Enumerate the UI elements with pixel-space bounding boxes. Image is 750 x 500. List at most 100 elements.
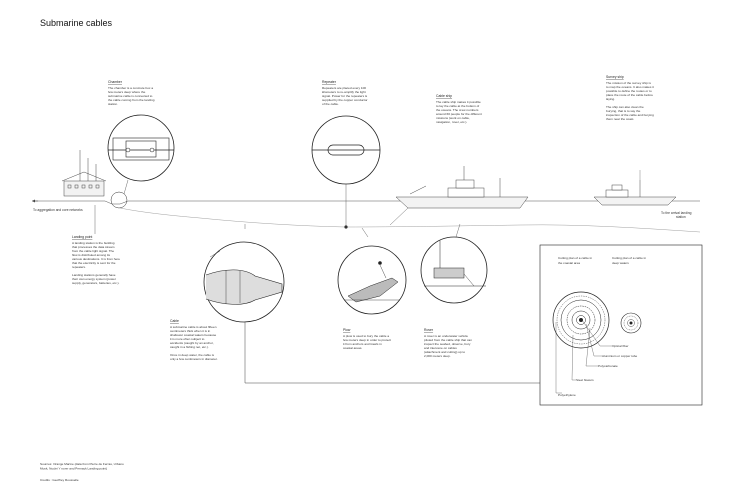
chamber-title: Chamber [108, 80, 123, 84]
cable-text-line: A submarine cable is about fifteen [170, 325, 217, 329]
coastal-section-title-1: Cutting plan of a cable in [558, 256, 592, 260]
rover-text-line: A rover is an underwater vehicle [424, 334, 468, 338]
survey-ship [593, 170, 677, 206]
footer-sources-1: Sources: Orange Marine (data from Pierre… [40, 462, 124, 466]
cable-text-line: only a few centimeters in diameter. [170, 357, 218, 361]
survey-ship-text-line: The ship can also clean the [606, 105, 644, 109]
chamber-text-line: the cable coming from the landing [108, 98, 155, 102]
chamber-text-line: station. [108, 102, 118, 106]
cable-text-line: accidents (caught by an anchor, [170, 341, 214, 345]
cable-ship [389, 166, 529, 226]
cable-title: Cable [170, 319, 179, 323]
cable-ship-text-line: to lay the cable at the bottom of [436, 104, 479, 108]
layer-aluminium-copper-tube: Aluminium or copper tube [602, 354, 638, 358]
rover-text-line: piloted from the cable ship that can [424, 338, 472, 342]
plow-title: Plow [343, 328, 351, 332]
coastal-cable-section [552, 291, 610, 349]
cable-ship-text-line: around 60 people for the different [436, 112, 482, 116]
survey-ship-text-line: inspection of the cable and burying [606, 113, 654, 117]
survey-ship-title: Survey ship [606, 75, 624, 79]
cable-ship-text-line: the oceans. The crew numbers [436, 108, 479, 112]
landing-point-title: Landing point [72, 235, 92, 239]
survey-ship-text-line: possible to define the routes or to [606, 89, 652, 93]
landing-point-annotation: Landing point A landing station is the bu… [72, 235, 120, 285]
landing-point-text-line: that the electricity is sent for the [72, 261, 116, 265]
plow-annotation: Plow A plow is used to bury the cable afe… [343, 328, 391, 350]
landing-point-text-line: their own energy system (power [72, 277, 116, 281]
landing-point-text-line: Landing stations generally have [72, 273, 116, 277]
deep-section-title-2: deep waters [612, 261, 629, 265]
rover-detail [420, 223, 488, 304]
layer-optical-fiber: Optical fiber [612, 344, 629, 348]
layer-leaders [555, 319, 612, 394]
sea-surface [35, 200, 701, 233]
survey-ship-text-line: burying, that is to say the [606, 109, 641, 113]
next-landing-label-2: station [676, 215, 686, 219]
landing-point-text-line: supply, generators, batteries, etc.). [72, 281, 120, 285]
chamber-text-line: submarine cable is connected to [108, 94, 153, 98]
repeater-detail [311, 115, 381, 229]
cable-text-line: caught in a fishing net, etc.). [170, 345, 209, 349]
survey-ship-text-line: laying. [606, 97, 615, 101]
next-landing: To the arrival landing station [661, 211, 692, 219]
chamber-leader [123, 179, 129, 195]
cable-text-line: centimeters thick when it is in [170, 329, 211, 333]
deep-section-title-1: Cutting plan of a cable in [612, 256, 646, 260]
survey-ship-text-line: The mission of the survey ship is [606, 81, 651, 85]
landing-point-text-line: repeaters. [72, 265, 86, 269]
plow-text-line: coastal areas. [343, 346, 362, 350]
cable-text-line: Once in deep water, the cable is [170, 353, 214, 357]
landing-point-text-line: A landing station is the building [72, 241, 115, 245]
landing-point-text-line: that processes the data stream [72, 245, 115, 249]
repeater-text-line: Repeaters are placed every 100 [322, 86, 366, 90]
plow-detail [337, 227, 407, 315]
cable-ship-text-line: navigation, rover, etc.). [436, 120, 467, 124]
chamber-text-line: The chamber is a concrete box a [108, 86, 153, 90]
layer-polyethylene: Polyethylene [558, 393, 576, 397]
landing-point-text-line: flow is distributed among its [72, 253, 110, 257]
repeater-text-line: of the cable. [322, 102, 339, 106]
cross-section-panel: Cutting plan of a cable in the coastal a… [539, 244, 703, 406]
repeater-text-line: signal. Power for the repeaters is [322, 94, 368, 98]
plow-text-line: A plow is used to bury the cable a [343, 334, 389, 338]
layer-polycarbonate: Polycarbonate [598, 364, 618, 368]
plow-text-line: few meters deep in order to protect [343, 338, 391, 342]
coastal-section-title-2: the coastal area [558, 261, 580, 265]
rover-title: Rover [424, 328, 434, 332]
rover-text-line: (attachment and cutting) up to [424, 350, 465, 354]
repeater-text-line: supplied by the copper conductor [322, 98, 368, 102]
rover-text-line: and intervene on cables [424, 346, 457, 350]
survey-ship-text-line: place the route of the cable before [606, 93, 653, 97]
chamber-text-line: few meters deep where the [108, 90, 146, 94]
deep-cable-section [620, 312, 642, 334]
cable-detail [203, 224, 540, 384]
footer-credits: Credits : Geoffrey Rousselle [40, 478, 79, 482]
cable-text-line: shallower coastal waters because [170, 333, 217, 337]
repeater-title: Repeater [322, 80, 337, 84]
cable-ship-title: Cable ship [436, 94, 452, 98]
survey-ship-text-line: them near the coast. [606, 117, 634, 121]
cable-ship-text-line: The cable ship makes it possible [436, 100, 481, 104]
next-landing-label-1: To the arrival landing [661, 211, 692, 215]
chamber-locator-circle [110, 191, 128, 209]
chamber-detail [107, 114, 175, 182]
cable-ship-text-line: missions (work on cable, [436, 116, 470, 120]
aggregation-arrow: To aggregation and core networks [32, 199, 83, 212]
footer-sources-2: Musk, Nuclei Y rover and Pernack Landing… [40, 467, 107, 471]
aggregation-label: To aggregation and core networks [33, 208, 83, 212]
rover-text-line: inspect the seabed, observe, bury [424, 342, 471, 346]
plow-text-line: it from anchors and trawls in [343, 342, 382, 346]
landing-point-text-line: various destinations. It is from here [72, 257, 120, 261]
page-title: Submarine cables [40, 18, 113, 28]
layer-steel-flowers: Steel flowers [576, 378, 594, 382]
rover-annotation: Rover A rover is an underwater vehiclepil… [424, 328, 472, 358]
landing-point-text-line: from the cable light signal. The [72, 249, 114, 253]
landing-station-building [61, 150, 107, 197]
cable-text-line: it is more often subject to [170, 337, 205, 341]
